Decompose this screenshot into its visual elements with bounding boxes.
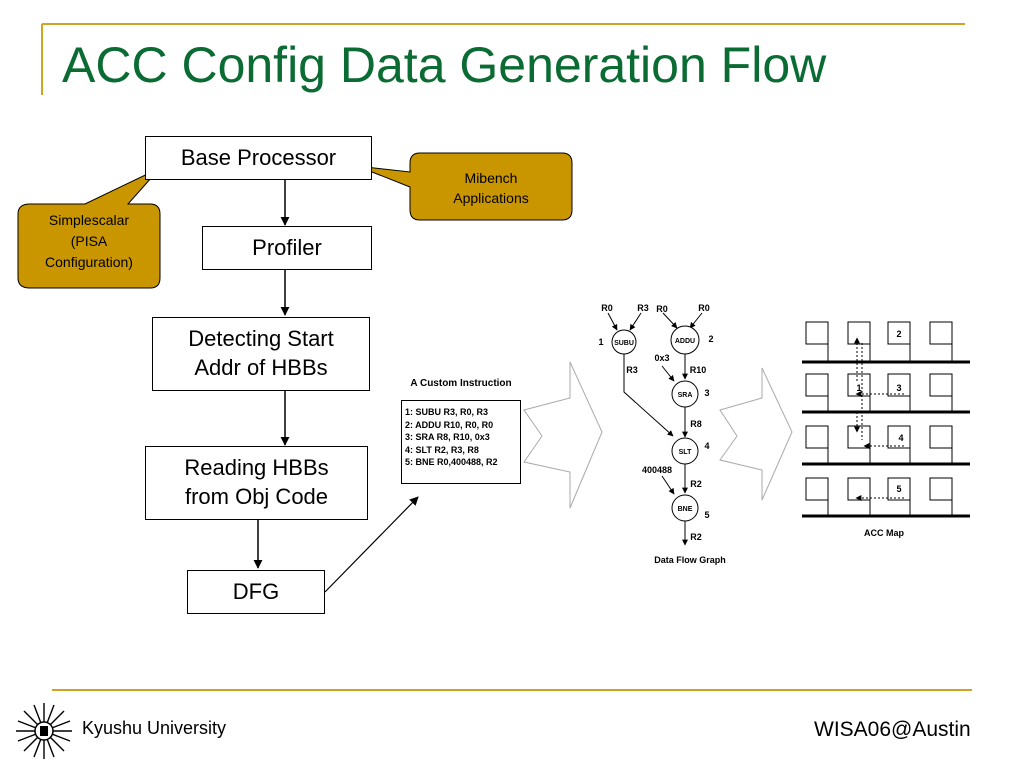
base-processor-label: Base Processor xyxy=(180,144,337,170)
base-processor-box: Base Processor xyxy=(145,136,372,180)
dfg-node-slt xyxy=(671,437,699,465)
simplescalar-callout-text: Simplescalar (PISA Configuration) xyxy=(20,210,158,273)
acc-cell-label-1: 1 xyxy=(856,383,861,393)
acc-map-caption: ACC Map xyxy=(864,528,905,538)
detecting-start-line2: Addr of HBBs xyxy=(194,355,328,380)
reading-hbbs-line1: Reading HBBs xyxy=(184,455,329,481)
dfg-node-sra xyxy=(671,380,699,408)
reading-hbbs-box: Reading HBBs from Obj Code xyxy=(145,446,368,520)
simplescalar-callout-shape xyxy=(17,167,161,289)
dfg-label-subu-in1: R0 xyxy=(601,303,613,313)
instruction-line-5: 5: BNE R0,400488, R2 xyxy=(405,457,498,467)
dfg-node-bne-label: BNE xyxy=(678,506,693,513)
dfg-num-5: 5 xyxy=(704,510,709,520)
instruction-line-1: 1: SUBU R3, R0, R3 xyxy=(405,407,489,417)
mibench-line1: Mibench xyxy=(464,170,518,186)
slide-title: ACC Config Data Generation Flow xyxy=(62,37,827,93)
custom-instruction-box: 1: SUBU R3, R0, R3 2: ADDU R10, R0, R0 3… xyxy=(401,400,521,484)
instruction-line-4: 4: SLT R2, R3, R8 xyxy=(405,444,479,455)
detecting-start-line1: Detecting Start xyxy=(188,326,334,352)
simplescalar-line1: Simplescalar xyxy=(48,212,130,228)
dfg-label-addu-out: R10 xyxy=(690,365,707,375)
acc-cell-label-2: 2 xyxy=(896,329,901,339)
acc-cell-label-3: 3 xyxy=(896,383,901,393)
dfg-num-3: 3 xyxy=(704,388,709,398)
acc-cell-label-5: 5 xyxy=(896,484,901,494)
footer-university: Kyushu University xyxy=(82,718,227,738)
kyushu-university-logo xyxy=(16,703,72,759)
dfg-node-sra-label: SRA xyxy=(678,392,693,399)
chevron-arrow-1 xyxy=(523,361,603,509)
custom-instruction-title: A Custom Instruction xyxy=(410,378,512,389)
dfg-label-sra-imm: 0x3 xyxy=(654,353,669,363)
mibench-callout-text: Mibench Applications xyxy=(410,168,572,208)
dfg-node-subu-label: SUBU xyxy=(614,340,634,347)
acc-map: 2 1 3 4 5 ACC Map xyxy=(802,321,970,538)
instruction-line-3: 3: SRA R8, R10, 0x3 xyxy=(405,432,490,442)
arrow-dfg-to-instruction xyxy=(324,496,419,593)
instruction-line-2: 2: ADDU R10, R0, R0 xyxy=(405,419,494,430)
dfg-num-2: 2 xyxy=(708,334,713,344)
simplescalar-line3: Configuration) xyxy=(45,254,133,270)
dfg-num-4: 4 xyxy=(704,441,709,451)
simplescalar-line2: (PISA xyxy=(70,233,108,249)
dfg-label-addu-in1: R0 xyxy=(656,304,668,314)
dfg-node-slt-label: SLT xyxy=(679,449,692,456)
dfg-box: DFG xyxy=(187,570,325,614)
profiler-label: Profiler xyxy=(252,234,322,260)
profiler-box: Profiler xyxy=(202,226,372,270)
reading-hbbs-line2: from Obj Code xyxy=(184,484,329,509)
dfg-node-addu xyxy=(670,325,700,355)
dfg-label-bne-imm: 400488 xyxy=(642,465,672,475)
acc-cell-label-4: 4 xyxy=(898,433,903,443)
data-flow-graph: SUBU ADDU SRA SLT BNE 1 2 3 4 5 R0 R3 R0… xyxy=(598,303,725,565)
footer-event: WISA06@Austin xyxy=(814,718,971,741)
dfg-label-sra-out: R8 xyxy=(690,419,702,429)
dfg-label-addu-in2: R0 xyxy=(698,303,710,313)
detecting-start-box: Detecting Start Addr of HBBs xyxy=(152,317,370,391)
chevron-arrow-2 xyxy=(719,367,793,501)
dfg-node-bne xyxy=(671,494,699,522)
dfg-caption: Data Flow Graph xyxy=(654,555,726,565)
dfg-label: DFG xyxy=(232,578,280,604)
dfg-label-subu-out: R3 xyxy=(626,365,638,375)
dfg-label-bne-out: R2 xyxy=(690,532,702,542)
mibench-line2: Applications xyxy=(453,190,529,206)
dfg-label-slt-out: R2 xyxy=(690,479,702,489)
dfg-node-subu xyxy=(611,329,637,355)
dfg-label-subu-in2: R3 xyxy=(637,303,649,313)
dfg-num-1: 1 xyxy=(598,337,603,347)
mibench-callout-shape xyxy=(356,152,573,221)
dfg-node-addu-label: ADDU xyxy=(675,338,695,345)
